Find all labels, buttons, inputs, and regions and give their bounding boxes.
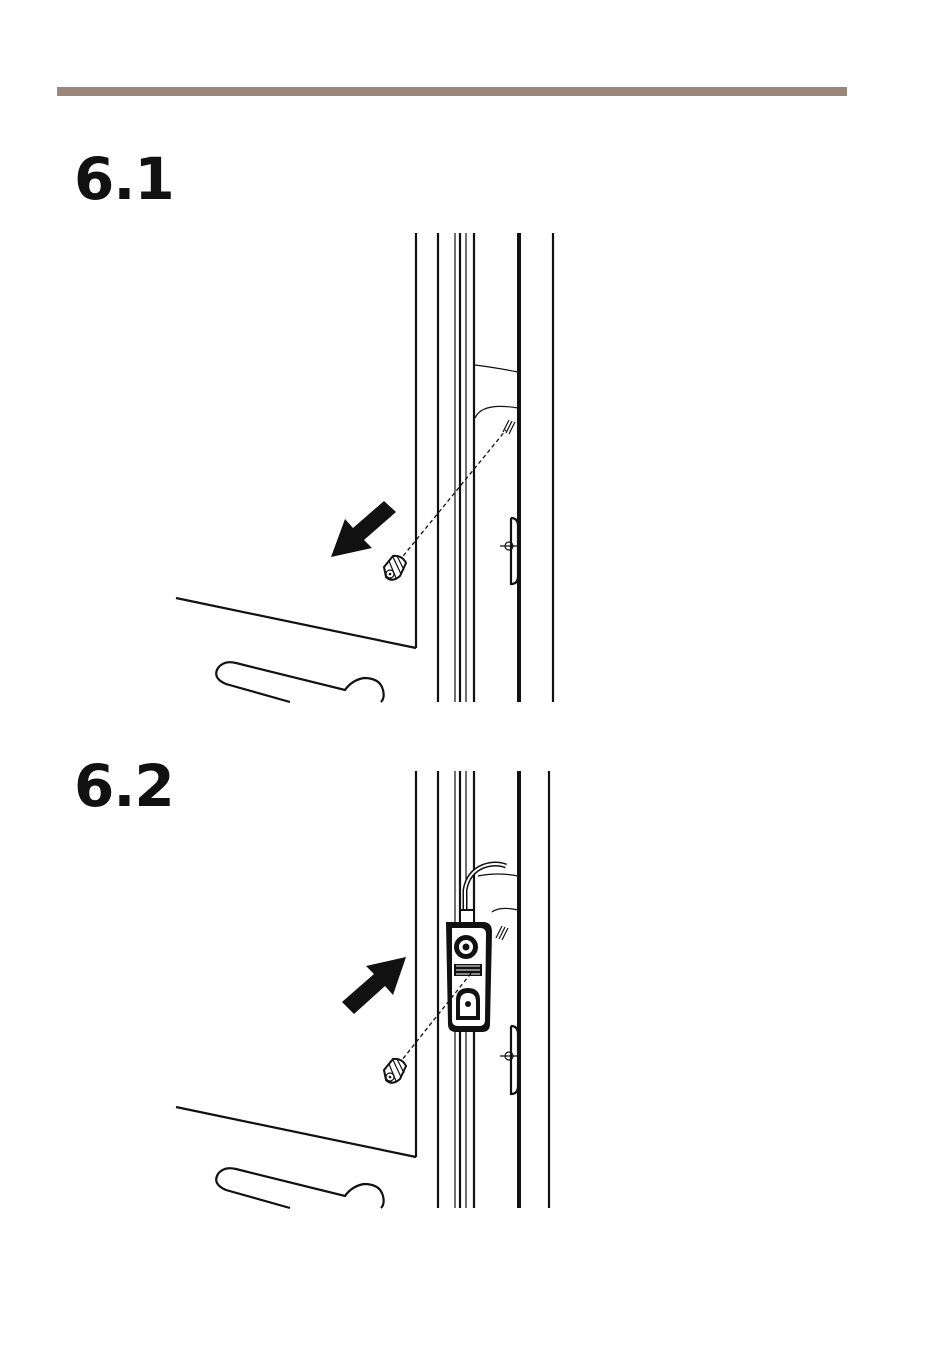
illustration-attach-module: [0, 768, 950, 1213]
step-label-6-1: 6.1: [74, 150, 174, 208]
door-frame: [416, 233, 553, 702]
cable: [460, 864, 506, 926]
screw-hole: [496, 926, 508, 940]
thumbscrew-icon: [384, 556, 406, 580]
illustration-remove-screw: [0, 230, 950, 705]
screw-hole: [503, 420, 515, 434]
alignment-line: [390, 430, 506, 572]
arrow-in-icon: [342, 957, 406, 1014]
header-rule: [57, 87, 847, 96]
door-panel: [176, 1107, 416, 1157]
door-handle: [216, 1168, 383, 1208]
reader-module: [446, 922, 492, 1032]
thumbscrew-icon: [384, 1059, 406, 1083]
door-handle: [216, 662, 383, 702]
door-panel: [176, 598, 416, 648]
arrow-out-icon: [331, 501, 396, 557]
